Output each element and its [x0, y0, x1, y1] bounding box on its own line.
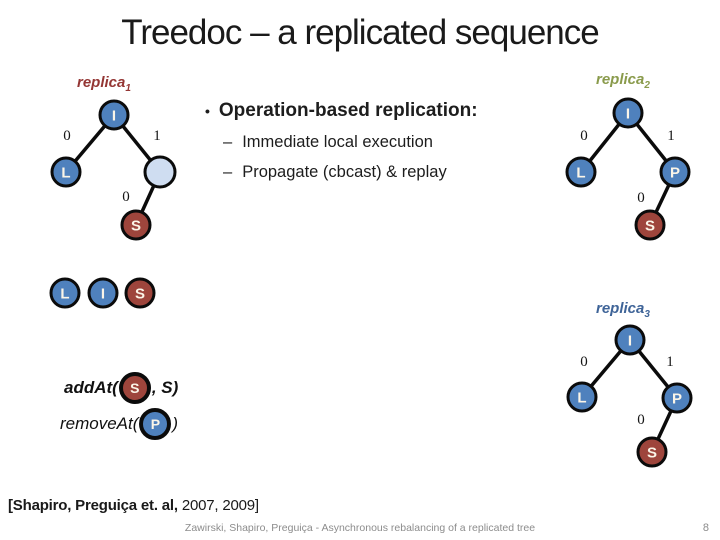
tree-node-I	[87, 277, 119, 309]
bullet-sub-2: – Propagate (cbcast) & replay	[223, 163, 565, 182]
tree-node-label: L	[576, 165, 585, 182]
replica1-subscript: 1	[125, 83, 131, 94]
removeat-prefix: removeAt(	[60, 414, 139, 433]
tree-node-label: S	[645, 218, 655, 235]
edge-label: 1	[666, 354, 674, 370]
removeat-operation: removeAt( P )	[60, 408, 178, 440]
edge-label: 1	[153, 128, 161, 144]
tree-node-P	[661, 382, 693, 414]
replica3-tree: 0 1 0 I L P S	[566, 324, 693, 468]
tree-node-label: S	[647, 445, 657, 462]
tree-node-I	[614, 324, 646, 356]
tree-node-S	[124, 277, 156, 309]
tree-node-I	[98, 99, 130, 131]
edge-label: 0	[122, 189, 130, 205]
replica1-tree: 0 1 0 I L S	[50, 99, 177, 241]
tree-node-I	[612, 97, 644, 129]
edge-label: 0	[580, 128, 588, 144]
bullet-sub-1: – Immediate local execution	[223, 133, 565, 152]
p-node-inline-label: P	[150, 416, 161, 432]
tree-node-P	[659, 156, 691, 188]
tree-node-L	[50, 156, 82, 188]
bullet-block: • Operation-based replication: – Immedia…	[205, 100, 565, 182]
tree-node-label: L	[61, 165, 70, 182]
removeat-suffix: )	[172, 414, 179, 433]
tree-node-S	[634, 209, 666, 241]
bullet-main: • Operation-based replication:	[205, 100, 565, 122]
dash-icon: –	[223, 163, 233, 181]
slide-title: Treedoc – a replicated sequence	[121, 13, 599, 52]
edge-label: 1	[667, 128, 675, 144]
addat-suffix: , S)	[151, 378, 179, 397]
edge-label: 0	[637, 190, 645, 206]
tree-node-label: L	[577, 390, 586, 407]
edge-label: 0	[637, 412, 645, 428]
replica2-word: replica	[596, 71, 645, 88]
bullet-icon: •	[205, 103, 210, 119]
tree-node-label: I	[628, 333, 632, 350]
s-node-inline-label: S	[130, 380, 140, 396]
replica1-word: replica	[77, 74, 126, 91]
bullet-sub-1-text: Immediate local execution	[242, 133, 433, 151]
replica3-word: replica	[596, 300, 645, 317]
replica3-subscript: 3	[644, 309, 650, 320]
dash-icon: –	[223, 133, 233, 151]
tree-node-label: S	[131, 218, 141, 235]
edge-label: 0	[580, 354, 588, 370]
addat-prefix: addAt(	[64, 378, 118, 397]
replica2-tree: 0 1 0 I L P S	[565, 97, 691, 241]
tree-node-label: P	[672, 391, 682, 408]
tree-node-label: P	[670, 165, 680, 182]
tree-node-L	[565, 156, 597, 188]
tree-node-L	[566, 381, 598, 413]
s-node-inline: S	[118, 372, 151, 404]
tree-node-S	[120, 209, 152, 241]
p-node-inline: P	[139, 408, 172, 440]
tree-node-label: L	[60, 286, 69, 303]
edge-label: 0	[63, 128, 71, 144]
replica3-label: replica3	[596, 300, 650, 320]
replica2-label: replica2	[596, 71, 650, 91]
page-number: 8	[702, 522, 709, 534]
citation-years: 2007, 2009]	[177, 497, 259, 514]
replica1-label: replica1	[77, 74, 131, 94]
tree-node-label: I	[626, 106, 630, 123]
addat-operation: addAt( S , S)	[64, 372, 178, 404]
tree-node-label: S	[135, 286, 145, 303]
footer-text: Zawirski, Shapiro, Preguiça - Asynchrono…	[184, 522, 536, 534]
tree-node-S	[636, 436, 668, 468]
replica2-subscript: 2	[644, 80, 650, 91]
bullet-main-text: Operation-based replication:	[218, 100, 478, 121]
tree-node-label: I	[112, 108, 116, 125]
tree-node-empty	[143, 155, 177, 189]
citation: [Shapiro, Preguiça et. al, 2007, 2009]	[8, 497, 259, 514]
bullet-sub-2-text: Propagate (cbcast) & replay	[242, 163, 447, 181]
tree-node-label: I	[101, 286, 105, 303]
citation-authors: [Shapiro, Preguiça et. al,	[8, 497, 178, 514]
tree-node-L	[49, 277, 81, 309]
